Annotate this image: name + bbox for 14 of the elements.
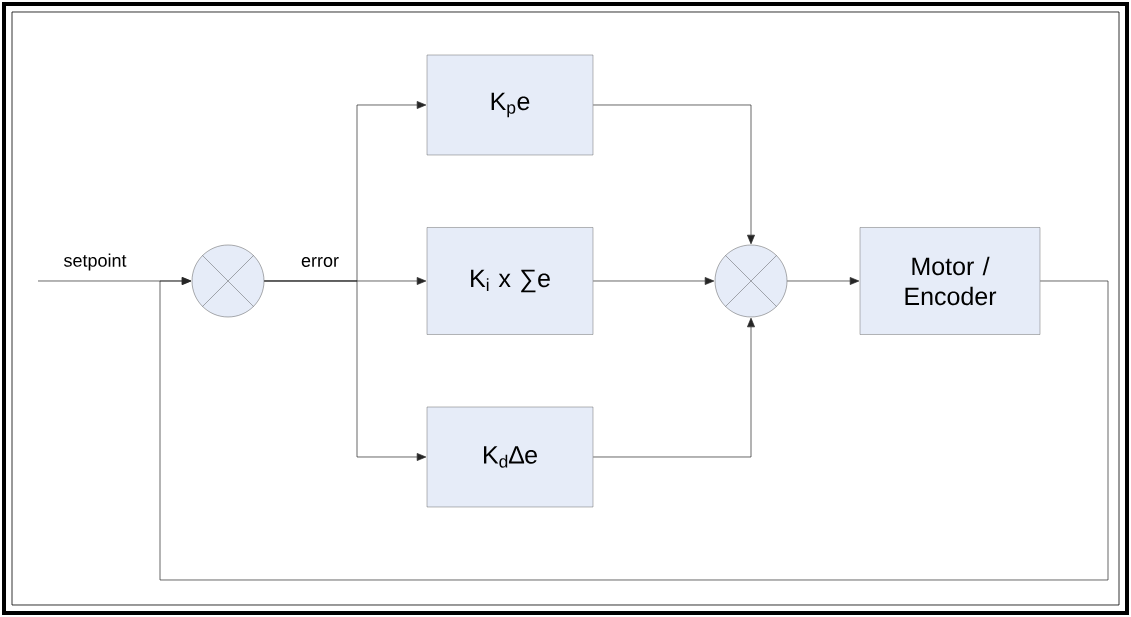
- arrow: [159, 277, 1109, 581]
- arrow: [263, 280, 427, 461]
- arrow: [786, 277, 860, 285]
- arrow: [592, 317, 755, 458]
- arrow: [592, 104, 755, 245]
- process-box: K$_{d}$∆e: [426, 406, 594, 508]
- edge-label: setpoint: [62, 252, 128, 272]
- summing-junction: [191, 244, 265, 318]
- process-box: Motor / Encoder: [859, 227, 1041, 335]
- summing-junction: [714, 244, 788, 318]
- arrow: [592, 277, 715, 285]
- process-box: K$_{p}$e: [426, 54, 594, 156]
- edge-label: error: [300, 256, 340, 268]
- process-box: K$_{i}$ x ∑e: [426, 227, 594, 335]
